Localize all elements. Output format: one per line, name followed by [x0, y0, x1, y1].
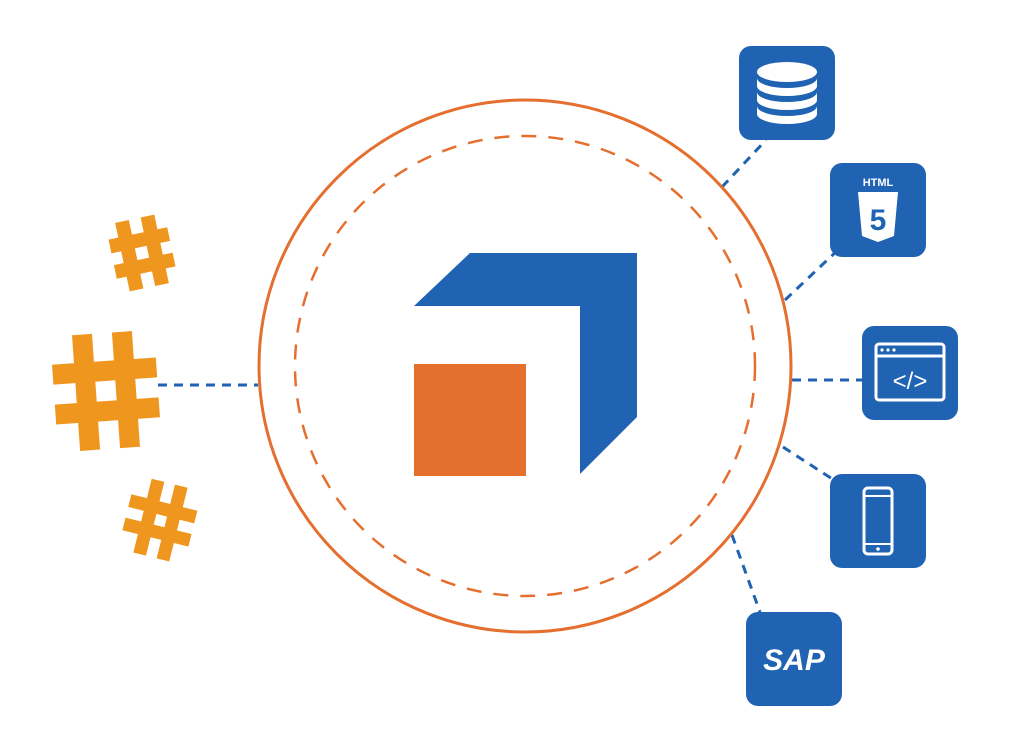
sap-label: SAP: [763, 644, 826, 677]
connectors: [158, 138, 862, 613]
code-window-label: </>: [893, 368, 928, 395]
database-icon: [739, 46, 835, 140]
connector-mobile: [782, 445, 841, 486]
hub-inner-dashed-ring: [293, 134, 757, 598]
code-window-icon: </>: [862, 326, 958, 420]
html5-label: HTML: [863, 177, 894, 189]
html5-icon: HTML 5: [830, 163, 926, 257]
sap-logo-icon: SAP: [746, 612, 842, 706]
mobile-phone-icon: [830, 474, 926, 568]
logo-orange-square: [414, 364, 526, 476]
logo-blue-arrow: [414, 253, 637, 474]
hub-outer-ring: [257, 98, 793, 634]
connector-sap: [730, 534, 762, 613]
orange-square-blue-arrow-logo: [414, 253, 637, 476]
hash-icon: [52, 331, 160, 451]
connector-database: [720, 138, 768, 189]
connector-html5: [783, 246, 842, 302]
hash-icon: [108, 214, 176, 292]
hash-icon: [122, 478, 198, 562]
html5-badge: 5: [870, 204, 887, 237]
